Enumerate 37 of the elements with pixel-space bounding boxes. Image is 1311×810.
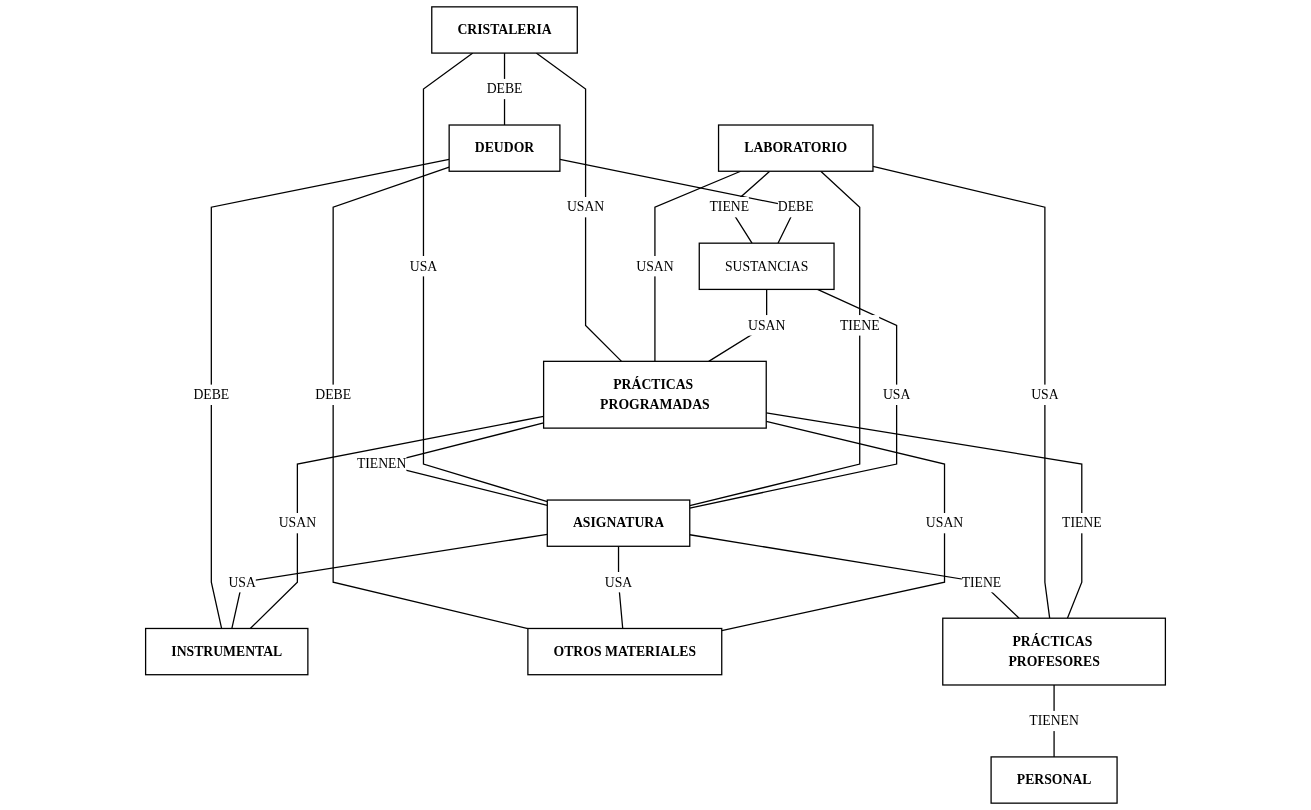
edge-label: USA (228, 574, 256, 590)
connector (689, 534, 1020, 619)
edge-label: USAN (566, 199, 605, 215)
connector (721, 420, 946, 632)
connector (535, 52, 623, 362)
node-box: PRÁCTICAS PROGRAMADAS (542, 360, 767, 429)
node-box: PRÁCTICAS PROFESORES (942, 617, 1167, 686)
edge-label: USAN (636, 258, 674, 274)
edge-label: USA (1031, 387, 1059, 402)
edge-label: USAN (278, 515, 317, 531)
edge-label: DEBE (193, 387, 230, 402)
connector (210, 158, 450, 630)
edge-label: TIENEN (356, 456, 407, 471)
node-box: LABORATORIO (717, 124, 874, 172)
edge-label: USA (604, 574, 633, 590)
edge-label: DEBE (315, 387, 352, 402)
edge-label: TIENE (961, 574, 1002, 590)
node-box: INSTRUMENTAL (144, 627, 309, 676)
node-box: PERSONAL (990, 756, 1118, 804)
node-box: CRISTALERIA (431, 6, 578, 54)
edge-label: DEBE (777, 199, 814, 215)
node-box: OTROS MATERIALES (527, 627, 723, 676)
node-box: DEUDOR (448, 124, 561, 172)
edge-label: TIENE (709, 199, 750, 215)
connector (332, 166, 529, 630)
edge-label: TIENE (1062, 515, 1102, 531)
node-box: SUSTANCIAS (698, 242, 835, 291)
edge-label: USA (882, 387, 911, 402)
edge-label: USAN (748, 317, 786, 333)
node-box: ASIGNATURA (546, 499, 691, 547)
connector (872, 165, 1051, 619)
edge-label: TIENEN (1029, 713, 1079, 728)
edge-label: USA (409, 258, 438, 274)
edge-label: USAN (925, 515, 964, 531)
edge-label: DEBE (486, 81, 523, 96)
edge-label: TIENE (839, 317, 880, 333)
connector (231, 533, 548, 630)
